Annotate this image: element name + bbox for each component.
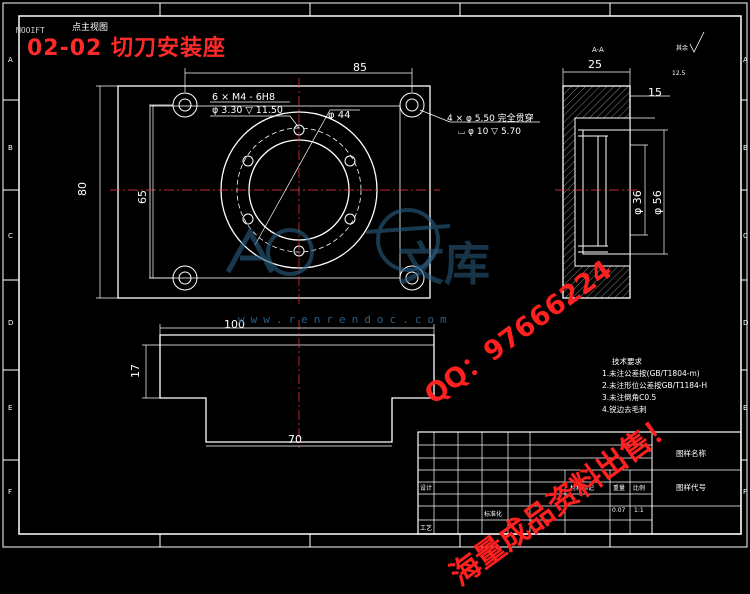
bottom-view-dimensions bbox=[142, 324, 435, 447]
side-view-dim-text: 25 15 φ 36 φ 56 bbox=[588, 58, 664, 215]
tech-req-line-1: 1.未注公差按(GB/T1804-m) bbox=[602, 368, 700, 378]
designer-field: 设计 bbox=[420, 484, 432, 492]
dim-70: 70 bbox=[288, 433, 302, 446]
bottom-view bbox=[159, 334, 435, 443]
roughness-value: 12.5 bbox=[672, 70, 686, 77]
corner-tag: MOOIFT bbox=[16, 26, 45, 35]
drawing-title: 02-02 切刀安装座 bbox=[27, 36, 227, 61]
cad-drawing: A B C D E F A B C D E F 点主视图 bbox=[2, 2, 748, 548]
dim-100: 100 bbox=[224, 318, 245, 331]
bottom-view-dim-text: 100 17 70 bbox=[129, 318, 302, 446]
dim-25: 25 bbox=[588, 58, 602, 71]
tech-req-line-4: 4.锐边去毛刺 bbox=[602, 404, 647, 414]
tech-requirements: 技术要求 1.未注公差按(GB/T1804-m) 2.未注形位公差按GB/T11… bbox=[602, 356, 707, 414]
zone-label-a: A bbox=[8, 56, 13, 64]
cbore-spec-1: 4 × φ 5.50 完全贯穿 bbox=[447, 112, 534, 124]
zone-label-d: D bbox=[8, 319, 13, 327]
side-view bbox=[562, 85, 631, 299]
zone-label-b: B bbox=[8, 144, 13, 152]
top-view-label: 点主视图 bbox=[72, 21, 108, 33]
drawing-name-field: 图样名称 bbox=[676, 448, 706, 458]
dim-dia44: φ 44 bbox=[328, 110, 351, 121]
zone-label-d-right: D bbox=[743, 319, 748, 327]
title-block bbox=[417, 431, 742, 535]
zone-labels: A B C D E F A B C D E F bbox=[8, 56, 748, 496]
hole-spec-1: 6 × M4 - 6H8 bbox=[212, 92, 275, 103]
zone-label-c-right: C bbox=[743, 232, 748, 240]
standard-field: 标准化 bbox=[484, 510, 502, 518]
dim-85: 85 bbox=[353, 61, 367, 74]
section-label: A-A bbox=[592, 46, 604, 54]
dim-80: 80 bbox=[76, 182, 89, 196]
dim-17: 17 bbox=[129, 364, 142, 378]
weight-field: 重量 bbox=[613, 484, 625, 492]
zone-label-b-right: B bbox=[743, 144, 748, 152]
hole-spec-2: φ 3.30 ▽ 11.50 bbox=[212, 105, 283, 116]
dim-65: 65 bbox=[136, 190, 149, 204]
roughness-note: 其余 bbox=[676, 44, 688, 52]
zone-label-f-right: F bbox=[743, 488, 747, 496]
front-view-centerlines bbox=[110, 78, 440, 306]
scale-field: 比例 bbox=[633, 484, 645, 492]
title-block-text: 图样名称 图样代号 材料标记 重量 比例 0.07 1:1 设计 工艺 标准化 bbox=[420, 448, 706, 532]
front-view-dimensions bbox=[96, 68, 540, 299]
front-view-dim-text: 85 80 65 φ 44 6 × M4 - 6H8 φ 3.30 ▽ 11.5… bbox=[76, 61, 534, 204]
process-field: 工艺 bbox=[420, 524, 432, 532]
dim-dia36: φ 36 bbox=[631, 190, 644, 215]
zone-label-e: E bbox=[8, 404, 12, 412]
zone-label-f: F bbox=[8, 488, 12, 496]
watermark-url: www.renrendoc.com bbox=[238, 313, 453, 326]
material-field: 材料标记 bbox=[570, 484, 594, 492]
cbore-spec-2: ⌴ φ 10 ▽ 5.70 bbox=[458, 127, 521, 137]
dim-15: 15 bbox=[648, 86, 662, 99]
tech-req-title: 技术要求 bbox=[612, 356, 642, 366]
watermark-logo-text: 文库 bbox=[398, 237, 490, 291]
weight-value: 0.07 bbox=[612, 507, 626, 514]
zone-label-c: C bbox=[8, 232, 13, 240]
tech-req-line-2: 2.未注形位公差按GB/T1184-H bbox=[602, 380, 707, 390]
zone-label-a-right: A bbox=[743, 56, 748, 64]
dim-dia56: φ 56 bbox=[651, 190, 664, 215]
drawing-no-field: 图样代号 bbox=[676, 482, 706, 492]
side-view-dimensions bbox=[562, 68, 670, 255]
drawing-frame bbox=[2, 2, 748, 548]
roughness-symbol bbox=[689, 31, 705, 53]
zone-label-e-right: E bbox=[743, 404, 747, 412]
watermark-logo bbox=[225, 208, 451, 276]
tech-req-line-3: 3.未注倒角C0.5 bbox=[602, 392, 657, 402]
scale-value: 1:1 bbox=[634, 507, 644, 514]
